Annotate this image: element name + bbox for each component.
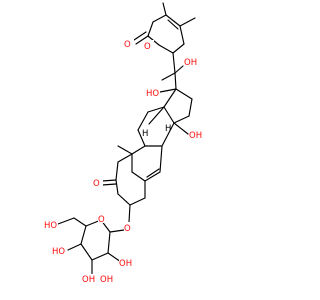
ring-c — [137, 106, 189, 147]
c1-ketone-o-label: O — [93, 179, 100, 189]
ch2oh-label: HO — [44, 221, 57, 231]
molecule-structure: O O OH HO OH H H O O O HO HO OH OH OH — [44, 2, 203, 285]
ring-a — [101, 145, 146, 223]
atom-labels: O O OH HO OH H H O O O HO HO OH OH OH — [44, 38, 203, 285]
c2-oh-label: OH — [119, 259, 132, 269]
lactone-ring — [133, 2, 196, 54]
ring-b — [131, 145, 163, 182]
c3-oh-label: OH — [82, 275, 95, 285]
c4-oh-label: HO — [52, 247, 65, 257]
ring-d — [159, 88, 193, 124]
lactone-ring-o-label: O — [144, 42, 151, 52]
h9-label: H — [142, 129, 148, 139]
c17-oh-label: HO — [146, 89, 159, 99]
c3sugar-oh-label: OH — [100, 275, 113, 285]
glycosidic-o-label: O — [124, 224, 131, 234]
glucose-ring — [57, 217, 125, 276]
lactone-carbonyl-o-label: O — [124, 40, 131, 50]
side-chain-oh-label: OH — [184, 58, 197, 68]
ring-o-label: O — [98, 215, 105, 225]
c14-oh-label: OH — [189, 131, 202, 141]
h8-label: H — [165, 124, 171, 134]
side-chain — [161, 52, 184, 90]
